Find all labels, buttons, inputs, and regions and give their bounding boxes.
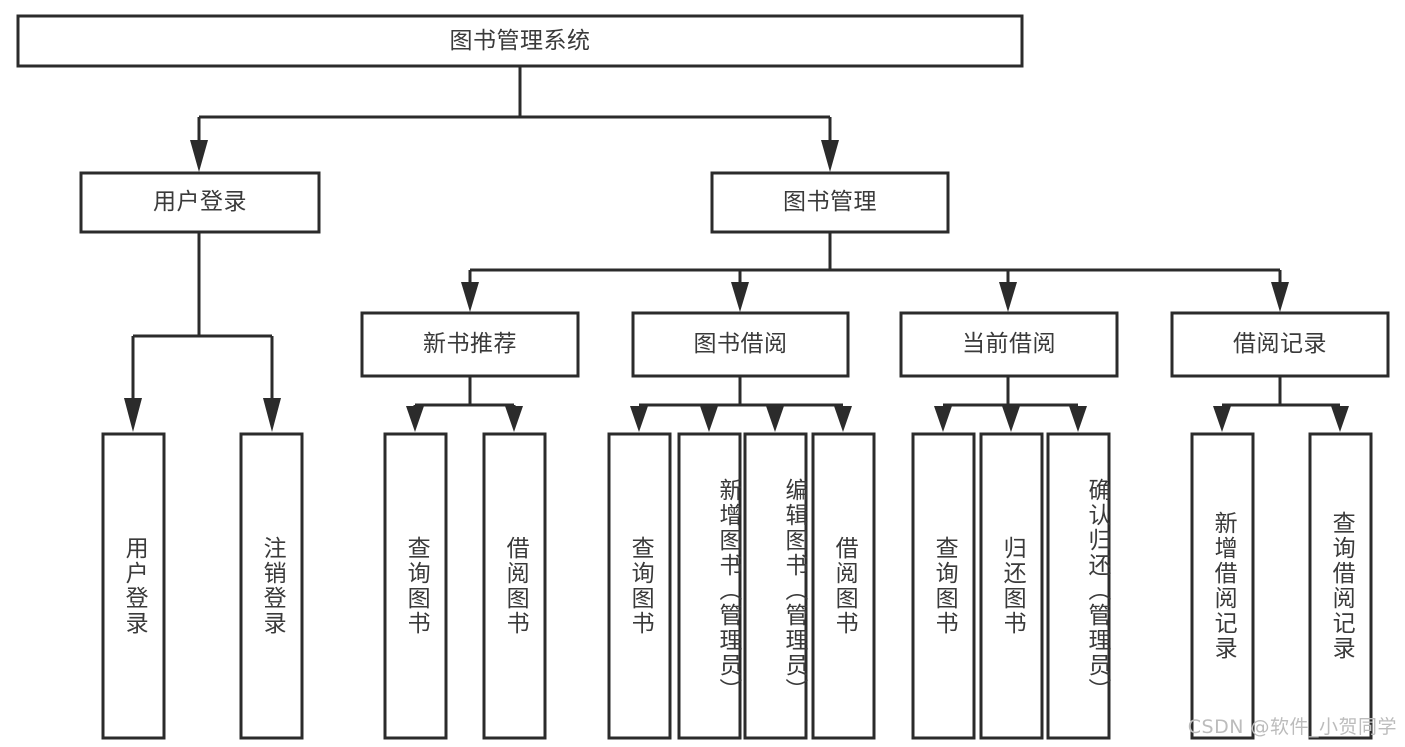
node-box-new-book-recommend[interactable] [360, 311, 580, 378]
node-box-leaf-query-book-2[interactable] [607, 432, 672, 740]
arrowhead-borrow-record [1271, 282, 1289, 312]
node-box-current-borrow[interactable] [899, 311, 1119, 378]
connector-group-user-login-children [124, 232, 281, 432]
connector-group-new-book-recommend-children [406, 376, 523, 432]
arrowhead-leaf-logout-login [263, 398, 281, 432]
arrowhead-leaf-query-book-2 [630, 406, 648, 432]
arrowhead-leaf-confirm-return [1069, 406, 1087, 432]
arrowhead-leaf-borrow-book-2 [834, 406, 852, 432]
arrowhead-user-login [190, 140, 208, 172]
arrowhead-leaf-edit-book [766, 406, 784, 432]
node-box-user-login[interactable] [79, 171, 321, 234]
arrowhead-book-management [821, 140, 839, 172]
connector-group-current-borrow-children [934, 376, 1087, 432]
node-box-leaf-confirm-return[interactable] [1046, 432, 1111, 740]
node-box-book-borrow[interactable] [631, 311, 850, 378]
connector-group-book-borrow-children [630, 376, 852, 432]
node-box-borrow-record[interactable] [1170, 311, 1390, 378]
arrowhead-leaf-borrow-book-1 [505, 406, 523, 432]
arrowhead-current-borrow [999, 282, 1017, 312]
arrowhead-leaf-user-login [124, 398, 142, 432]
connector-group-book-management-children [461, 232, 1289, 312]
node-box-leaf-query-book-3[interactable] [911, 432, 976, 740]
arrowhead-leaf-add-book [700, 406, 718, 432]
node-box-leaf-return-book[interactable] [979, 432, 1044, 740]
arrowhead-new-book-recommend [461, 282, 479, 312]
node-box-leaf-borrow-book-1[interactable] [482, 432, 547, 740]
connector-group-borrow-record-children [1213, 376, 1349, 432]
arrowhead-leaf-query-borrow-record [1331, 406, 1349, 432]
arrowhead-leaf-query-book-1 [406, 406, 424, 432]
node-box-leaf-logout-login[interactable] [239, 432, 304, 740]
arrowhead-leaf-add-borrow-record [1213, 406, 1231, 432]
arrowhead-book-borrow [731, 282, 749, 312]
node-box-root[interactable] [16, 14, 1024, 68]
node-box-leaf-borrow-book-2[interactable] [811, 432, 876, 740]
connector-group-root-to-level2 [190, 66, 839, 172]
node-box-book-management[interactable] [710, 171, 950, 234]
node-box-leaf-edit-book[interactable] [743, 432, 808, 740]
node-box-leaf-query-borrow-record[interactable] [1308, 432, 1373, 740]
arrowhead-leaf-return-book [1002, 406, 1020, 432]
arrowhead-leaf-query-book-3 [934, 406, 952, 432]
node-box-leaf-user-login[interactable] [101, 432, 166, 740]
node-box-leaf-query-book-1[interactable] [383, 432, 448, 740]
node-box-leaf-add-book[interactable] [677, 432, 742, 740]
node-box-leaf-add-borrow-record[interactable] [1190, 432, 1255, 740]
